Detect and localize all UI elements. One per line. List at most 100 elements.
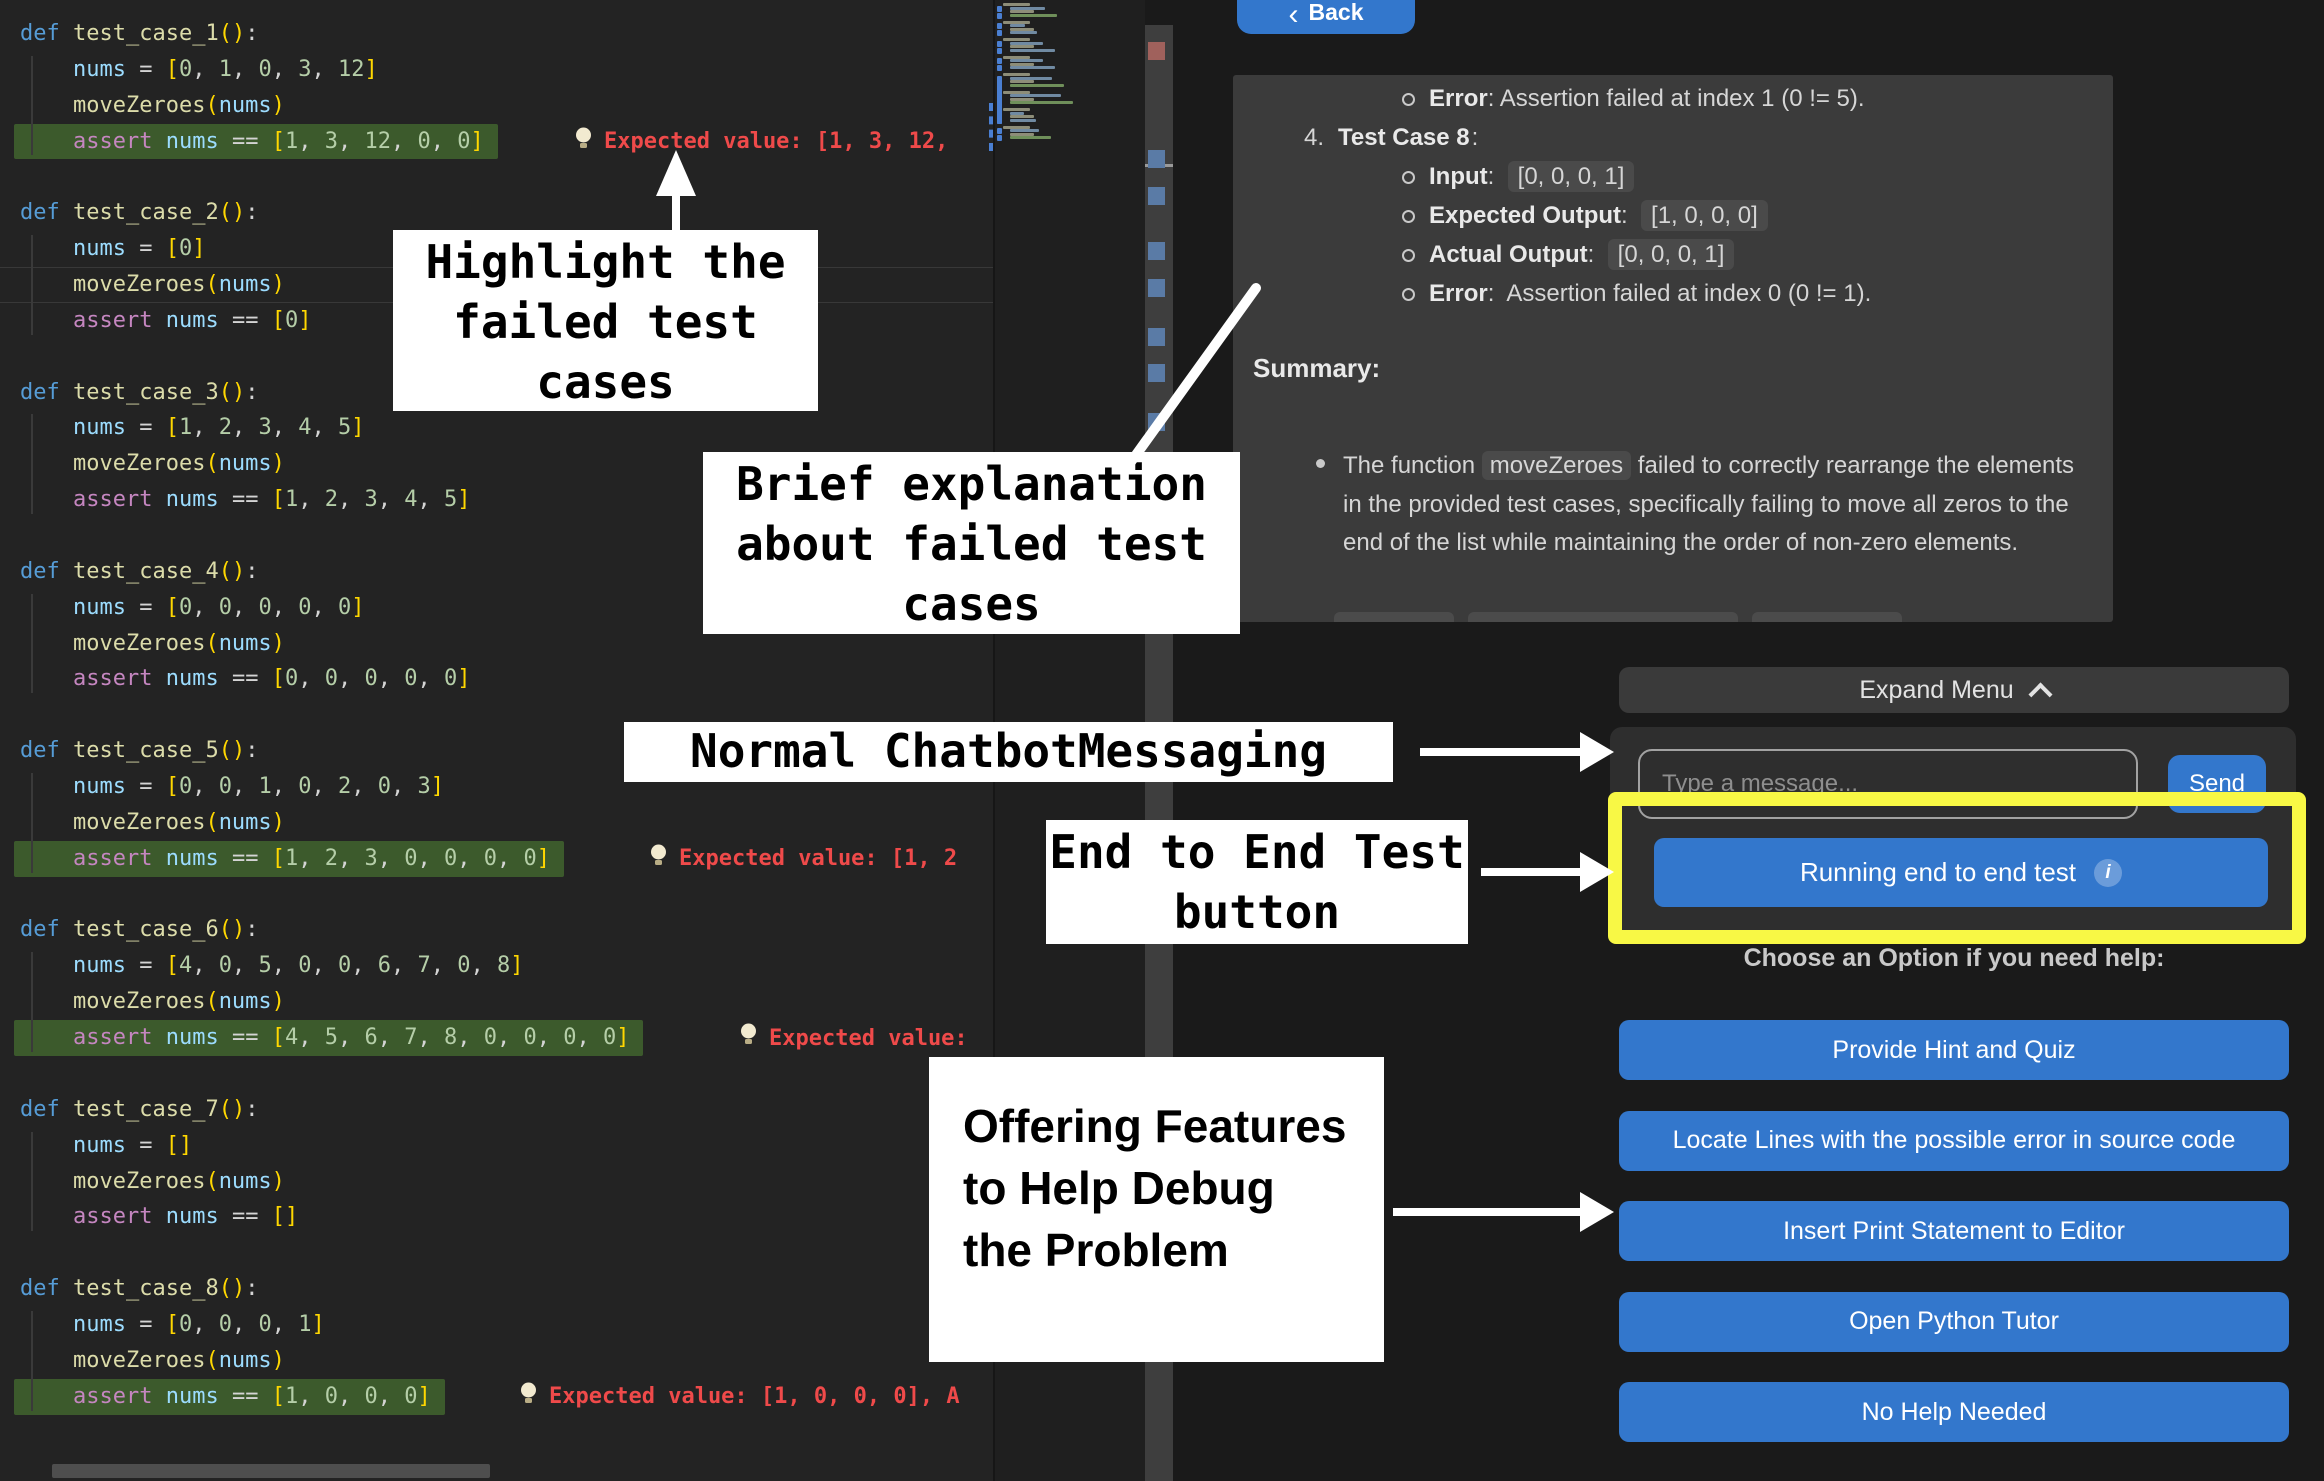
indent-guide bbox=[31, 414, 33, 515]
help-button-insert-print-statement-to-editor[interactable]: Insert Print Statement to Editor bbox=[1619, 1201, 2289, 1261]
code-line[interactable]: nums = [0, 0, 0, 0, 0] bbox=[72, 594, 365, 620]
code-line[interactable]: nums = [0, 1, 0, 3, 12] bbox=[72, 56, 378, 82]
code-area: def test_case_1(): nums = [0, 1, 0, 3, 1… bbox=[0, 16, 993, 1415]
annotation-highlight-failed-tests: Highlight the failed test cases bbox=[393, 230, 818, 411]
annotation-end-to-end-button: End to End Test button bbox=[1046, 820, 1468, 944]
run-e2e-test-button[interactable]: Running end to end test i bbox=[1654, 838, 2268, 907]
code-line[interactable]: assert nums == [1, 3, 12, 0, 0] bbox=[14, 123, 993, 160]
summary-bullet-item: The function moveZeroes failed to correc… bbox=[1316, 447, 2093, 563]
test-case-field: Actual Output: [0, 0, 0, 1] bbox=[1402, 239, 1735, 270]
code-line[interactable]: nums = [1, 2, 3, 4, 5] bbox=[72, 415, 365, 441]
code-line[interactable]: def test_case_3(): bbox=[20, 379, 259, 405]
minimap-change-mark bbox=[997, 5, 1002, 12]
minimap-line bbox=[1010, 31, 1037, 34]
test-case-heading: 4. Test Case 8: bbox=[1304, 124, 1479, 151]
code-line[interactable]: nums = [0] bbox=[72, 236, 206, 262]
minimap-line bbox=[1003, 55, 1030, 59]
minimap-line bbox=[1010, 118, 1036, 122]
code-line[interactable]: moveZeroes(nums) bbox=[72, 451, 285, 477]
code-line[interactable]: moveZeroes(nums) bbox=[72, 630, 285, 656]
arrow-e2e-head bbox=[1580, 852, 1614, 892]
code-chip: [0, 0, 0, 1] bbox=[1607, 239, 1735, 270]
ruler-decoration-mark bbox=[1148, 242, 1165, 260]
editor-sash[interactable] bbox=[989, 103, 993, 151]
send-button[interactable]: Send bbox=[2168, 755, 2266, 813]
code-line[interactable]: def test_case_5(): bbox=[20, 738, 259, 764]
code-line[interactable]: moveZeroes(nums) bbox=[72, 1168, 285, 1194]
lightbulb-icon[interactable] bbox=[650, 843, 667, 875]
help-button-provide-hint-and-quiz[interactable]: Provide Hint and Quiz bbox=[1619, 1020, 2289, 1080]
code-line[interactable]: assert nums == [1, 0, 0, 0] bbox=[14, 1378, 993, 1415]
arrow-chat-head bbox=[1580, 732, 1614, 772]
circle-bullet-icon bbox=[1402, 287, 1415, 301]
code-line[interactable]: moveZeroes(nums) bbox=[72, 92, 285, 118]
help-button-no-help-needed[interactable]: No Help Needed bbox=[1619, 1382, 2289, 1442]
code-line[interactable]: def test_case_2(): bbox=[20, 200, 259, 226]
code-line[interactable]: def test_case_8(): bbox=[20, 1276, 259, 1302]
code-line[interactable]: def test_case_6(): bbox=[20, 917, 259, 943]
minimap-change-mark bbox=[997, 30, 1002, 36]
help-button-open-python-tutor[interactable]: Open Python Tutor bbox=[1619, 1291, 2289, 1352]
message-input[interactable] bbox=[1638, 749, 2138, 819]
code-line[interactable]: nums = [4, 0, 5, 0, 0, 6, 7, 0, 8] bbox=[72, 953, 524, 979]
arrow-features-shaft bbox=[1393, 1208, 1585, 1216]
minimap-line bbox=[1010, 24, 1025, 27]
code-line[interactable]: moveZeroes(nums) bbox=[72, 272, 285, 298]
code-line[interactable]: nums = [] bbox=[72, 1132, 193, 1158]
code-line[interactable]: def test_case_7(): bbox=[20, 1096, 259, 1122]
back-button-label: Back bbox=[1308, 0, 1364, 25]
help-button-locate-lines-with-the-possible-error-in-source-code[interactable]: Locate Lines with the possible error in … bbox=[1619, 1110, 2289, 1171]
code-line[interactable]: def test_case_1(): bbox=[20, 21, 259, 46]
annotation-brief-explanation: Brief explanation about failed test case… bbox=[703, 452, 1240, 634]
error-list-item: Error: Assertion failed at index 1 (0 !=… bbox=[1402, 85, 1865, 113]
code-line[interactable]: moveZeroes(nums) bbox=[72, 809, 285, 835]
test-case-field: Input: [0, 0, 0, 1] bbox=[1402, 161, 1635, 192]
ruler-decoration-mark bbox=[1148, 279, 1165, 297]
indent-guide bbox=[31, 952, 33, 1052]
minimap-line bbox=[1003, 125, 1030, 129]
minimap-line bbox=[1010, 83, 1064, 87]
ruler-decoration-mark bbox=[1148, 42, 1165, 60]
code-line[interactable]: moveZeroes(nums) bbox=[72, 989, 285, 1015]
horizontal-scrollbar[interactable] bbox=[52, 1464, 490, 1478]
code-line[interactable]: assert nums == [4, 5, 6, 7, 8, 0, 0, 0, … bbox=[14, 1020, 993, 1056]
code-line[interactable]: assert nums == [0, 0, 0, 0, 0] bbox=[72, 666, 471, 692]
indent-guide bbox=[31, 235, 33, 335]
lightbulb-icon[interactable] bbox=[575, 126, 592, 158]
minimap-line bbox=[1010, 66, 1055, 69]
minimap-change-bar bbox=[997, 80, 1002, 124]
minimap-line bbox=[1010, 62, 1034, 66]
code-line[interactable]: assert nums == [0] bbox=[72, 307, 312, 333]
code-line[interactable]: moveZeroes(nums) bbox=[72, 1347, 285, 1373]
circle-bullet-icon bbox=[1402, 92, 1415, 106]
lightbulb-icon[interactable] bbox=[740, 1022, 757, 1054]
code-line[interactable]: def test_case_4(): bbox=[20, 558, 259, 584]
minimap-line bbox=[1010, 101, 1073, 104]
ruler-decoration-mark bbox=[1148, 364, 1165, 382]
info-icon[interactable]: i bbox=[2094, 858, 2123, 887]
indent-guide bbox=[31, 1131, 33, 1232]
circle-bullet-icon bbox=[1402, 209, 1415, 223]
code-line[interactable]: assert nums == [1, 2, 3, 4, 5] bbox=[72, 487, 471, 513]
test-case-field: Error: Assertion failed at index 0 (0 !=… bbox=[1402, 280, 1871, 308]
back-button[interactable]: ‹ Back bbox=[1237, 0, 1415, 34]
code-line[interactable]: assert nums == [1, 2, 3, 0, 0, 0, 0] bbox=[14, 840, 993, 877]
expand-menu-button[interactable]: Expand Menu bbox=[1619, 667, 2289, 713]
code-line[interactable]: nums = [0, 0, 0, 1] bbox=[72, 1311, 325, 1337]
minimap-change-mark bbox=[997, 12, 1002, 19]
summary-heading: Summary: bbox=[1253, 353, 1381, 383]
code-line[interactable]: assert nums == [] bbox=[72, 1204, 299, 1230]
minimap-line bbox=[1010, 94, 1061, 97]
lightbulb-icon[interactable] bbox=[520, 1381, 537, 1413]
expected-value-hint: Expected value: [1, 3, 12, bbox=[575, 124, 948, 160]
minimap-line bbox=[1010, 111, 1024, 115]
indent-guide bbox=[31, 55, 33, 156]
minimap-line bbox=[1010, 136, 1051, 139]
minimap-line bbox=[1010, 10, 1034, 13]
code-line[interactable]: nums = [0, 0, 1, 0, 2, 0, 3] bbox=[72, 774, 444, 800]
arrow-chat-shaft bbox=[1420, 748, 1585, 756]
dot-bullet-icon bbox=[1316, 459, 1325, 468]
expected-value-hint: Expected value: [1, 0, 0, 0], A bbox=[520, 1379, 960, 1415]
minimap-line bbox=[1010, 97, 1034, 101]
